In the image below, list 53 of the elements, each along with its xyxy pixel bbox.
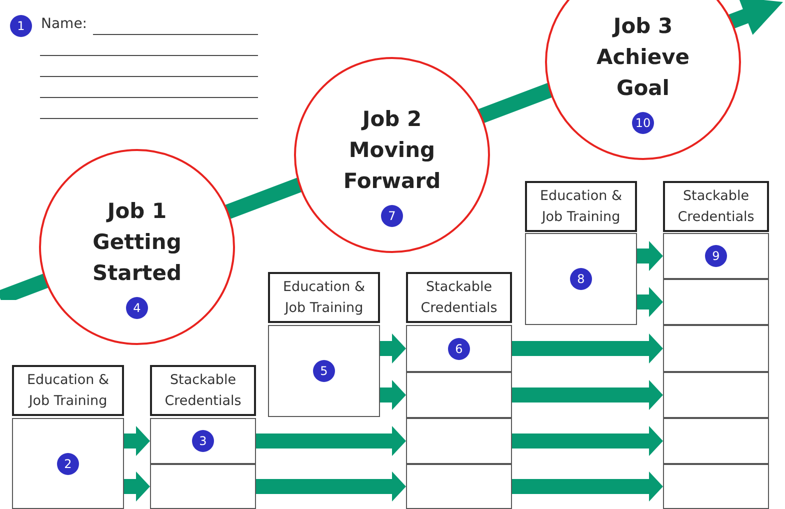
table-cell	[406, 464, 512, 509]
column-header	[150, 365, 256, 416]
arrow	[256, 426, 406, 456]
table-cell	[150, 418, 256, 464]
table-cell	[663, 279, 769, 325]
arrow	[512, 334, 663, 364]
table-cell	[663, 464, 769, 509]
number-badge: 1	[10, 15, 32, 37]
column-heading: Stackable Credentials	[420, 278, 498, 318]
table-cell	[406, 418, 512, 464]
column-heading: Education & Job Training	[282, 278, 366, 318]
column-heading: Education & Job Training	[538, 186, 624, 226]
number-badge: 8	[570, 268, 592, 290]
number-badge: 7	[381, 205, 403, 227]
column-header	[663, 181, 769, 232]
table-cell	[150, 464, 256, 509]
field-label: Name:	[41, 16, 88, 32]
number-badge: 10	[632, 112, 654, 134]
table-cell	[663, 325, 769, 372]
table-cell	[663, 418, 769, 464]
number-badge: 3	[192, 430, 214, 452]
arrow	[124, 426, 150, 456]
job-title: Job 3 Achieve Goal	[595, 13, 691, 102]
number-badge: 4	[126, 297, 148, 319]
table-cell	[663, 233, 769, 279]
column-heading: Stackable Credentials	[164, 370, 242, 410]
arrow	[637, 241, 663, 271]
column-header	[406, 272, 512, 323]
table-cell	[268, 325, 380, 417]
job-title: Job 2 Moving Forward	[342, 106, 442, 195]
column-heading: Stackable Credentials	[676, 186, 756, 226]
number-badge: 6	[448, 338, 470, 360]
job-title: Job 1 Getting Started	[91, 198, 182, 287]
arrow	[637, 287, 663, 317]
table-cell	[663, 372, 769, 418]
table-cell	[406, 325, 512, 372]
table-cell	[12, 418, 124, 509]
table-cell	[525, 233, 637, 325]
number-badge: 2	[57, 452, 79, 474]
column-header	[268, 272, 380, 323]
arrow	[256, 472, 406, 502]
arrow	[512, 380, 663, 410]
table-cell	[406, 372, 512, 418]
arrow	[512, 426, 663, 456]
arrow	[124, 472, 150, 502]
number-badge: 9	[705, 245, 727, 267]
column-header	[525, 181, 637, 232]
arrow	[380, 334, 406, 364]
arrow	[512, 472, 663, 502]
number-badge: 5	[313, 360, 335, 382]
arrow	[380, 380, 406, 410]
column-heading: Education & Job Training	[26, 370, 110, 410]
column-header	[12, 365, 124, 416]
